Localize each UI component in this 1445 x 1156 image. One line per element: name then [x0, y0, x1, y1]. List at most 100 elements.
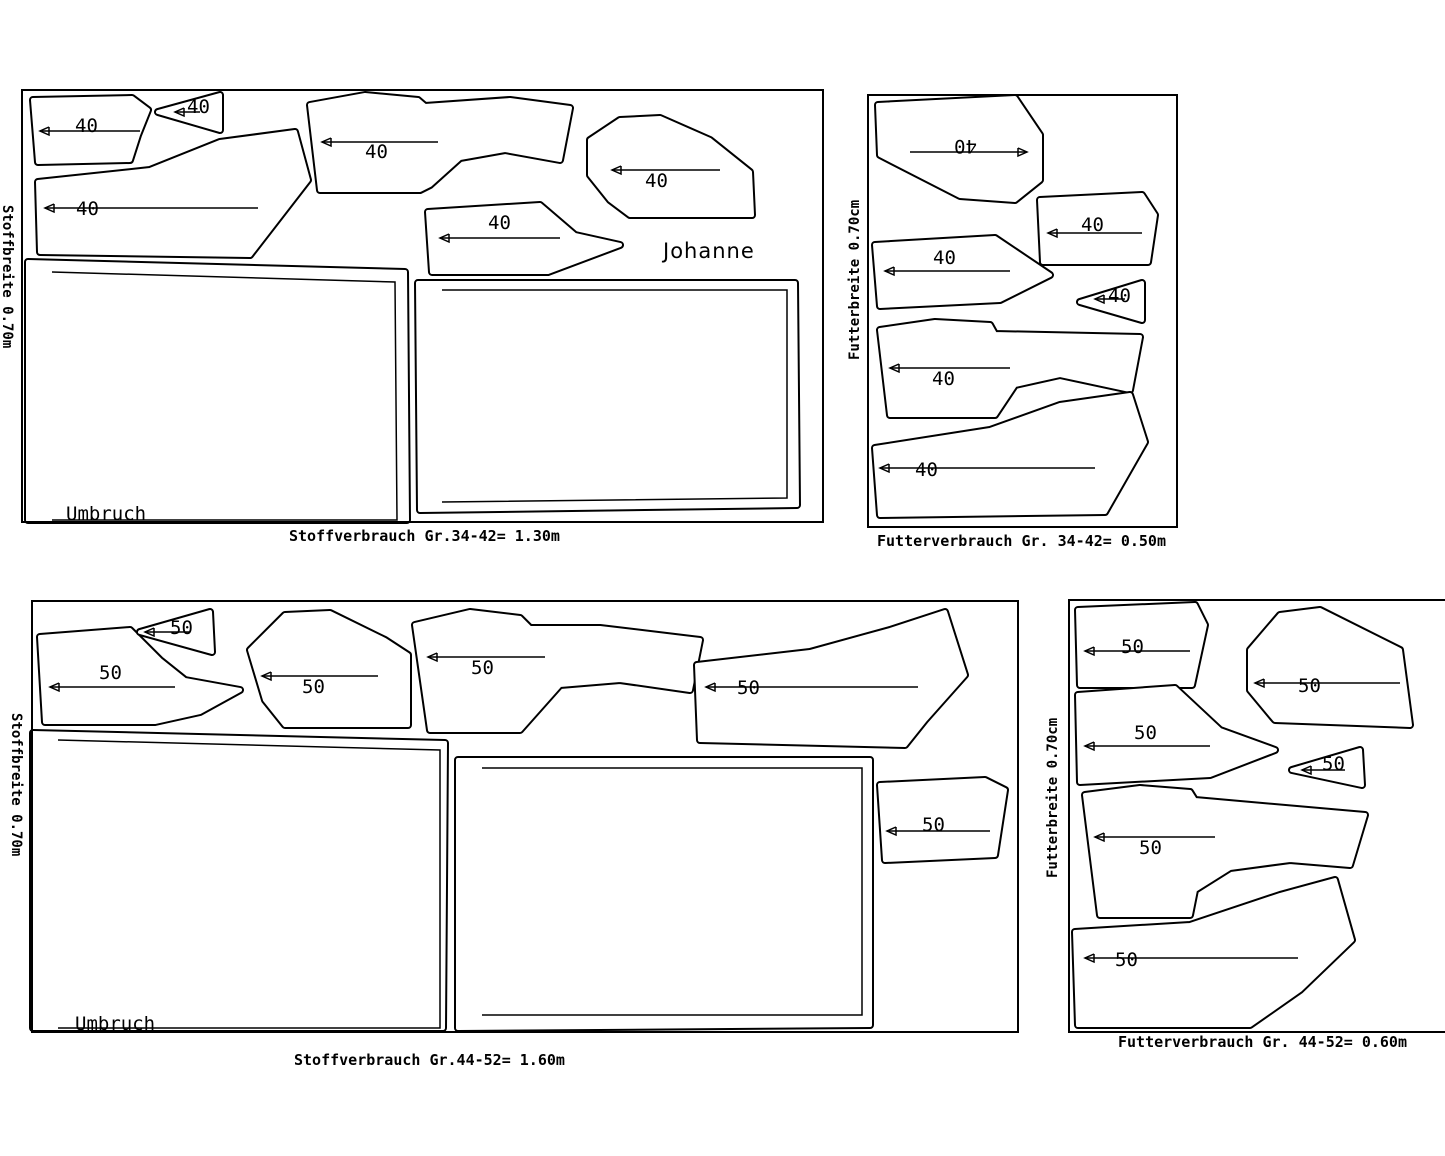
arrowhead-icon	[1093, 832, 1105, 843]
arrowhead-icon	[888, 363, 900, 374]
size-label: 40	[488, 212, 511, 234]
arrowhead-icon	[43, 203, 55, 214]
piece-outline-inner	[413, 610, 702, 732]
size-label: 50	[302, 676, 325, 698]
fabric-width-label: Stoffbreite 0.70m	[8, 713, 24, 856]
size-label: 40	[915, 459, 938, 481]
pattern-piece	[306, 91, 574, 194]
fold-line	[51, 271, 398, 521]
size-label: 50	[1134, 722, 1157, 744]
arrowhead-icon	[1046, 228, 1058, 239]
arrowhead-icon	[1253, 678, 1265, 689]
pattern-piece	[136, 608, 216, 656]
arrowhead-icon	[320, 137, 332, 148]
fold-label: Umbruch	[75, 1013, 155, 1035]
piece-outline-inner	[1248, 608, 1412, 727]
size-label: 50	[922, 814, 945, 836]
size-label: 50	[1139, 837, 1162, 859]
size-label: 50	[170, 617, 193, 639]
fabric-usage-label: Stoffverbrauch Gr.44-52= 1.60m	[294, 1051, 565, 1069]
fabric-layout-panel-44-52	[31, 600, 1019, 1033]
piece-outline-inner	[248, 611, 410, 727]
piece-outline-inner	[31, 96, 150, 164]
lining-width-label: Futterbreite 0.70cm	[1045, 718, 1061, 878]
fabric-width-label: Stoffbreite 0.70m	[0, 205, 15, 348]
arrowhead-icon	[1093, 294, 1105, 305]
piece-outline-inner	[1078, 281, 1144, 322]
arrowhead-icon	[143, 627, 155, 638]
size-label: 40	[932, 368, 955, 390]
size-label: 50	[471, 657, 494, 679]
pattern-piece	[24, 258, 411, 524]
pattern-piece	[586, 114, 756, 219]
pattern-piece	[411, 608, 704, 734]
pattern-piece	[154, 91, 224, 134]
piece-outline-inner	[31, 731, 447, 1030]
piece-outline-inner	[36, 130, 310, 257]
size-label: 40	[365, 141, 388, 163]
pattern-piece	[1246, 606, 1414, 729]
pattern-piece	[34, 128, 312, 259]
lining-width-label: Futterbreite 0.70cm	[847, 200, 863, 360]
size-label: 40	[1081, 214, 1104, 236]
pattern-piece	[1076, 279, 1146, 324]
size-label: 40	[954, 135, 977, 157]
pattern-piece	[871, 391, 1149, 519]
fold-line	[441, 289, 788, 503]
arrowhead-icon	[38, 126, 50, 137]
arrowhead-icon	[1083, 646, 1095, 657]
pattern-piece	[871, 234, 1054, 310]
lining-usage-label: Futterverbrauch Gr. 44-52= 0.60m	[1118, 1033, 1407, 1051]
pattern-piece	[454, 756, 874, 1032]
fold-line	[482, 767, 863, 1016]
piece-outline-inner	[878, 778, 1007, 862]
lining-layout-panel-44-52	[1068, 599, 1445, 1033]
pattern-name: Johanne	[661, 239, 755, 263]
arrowhead-icon	[704, 682, 716, 693]
piece-outline-inner	[26, 260, 409, 522]
pattern-piece	[1071, 876, 1356, 1029]
piece-outline-inner	[416, 281, 799, 512]
pattern-piece	[1081, 784, 1369, 919]
size-label: 50	[1322, 753, 1345, 775]
size-label: 40	[1108, 285, 1131, 307]
piece-outline-inner	[1076, 686, 1277, 784]
pattern-piece	[246, 609, 412, 729]
arrowhead-icon	[426, 652, 438, 663]
arrowhead-icon	[1083, 741, 1095, 752]
fold-line	[57, 739, 441, 1029]
arrowhead-icon	[1083, 953, 1095, 964]
fabric-usage-label: Stoffverbrauch Gr.34-42= 1.30m	[289, 527, 560, 545]
size-label: 40	[187, 96, 210, 118]
pattern-piece	[693, 608, 969, 749]
piece-outline-inner	[695, 610, 967, 747]
piece-outline-inner	[1073, 878, 1354, 1027]
pattern-piece	[876, 318, 1144, 419]
piece-outline-inner	[873, 236, 1052, 308]
arrowhead-icon	[438, 233, 450, 244]
size-label: 50	[1298, 675, 1321, 697]
piece-outline-inner	[1038, 193, 1157, 264]
piece-outline-inner	[876, 96, 1042, 202]
pattern-piece	[36, 626, 244, 726]
fold-label: Umbruch	[66, 503, 146, 525]
size-label: 50	[99, 662, 122, 684]
pattern-piece	[1036, 191, 1159, 266]
size-label: 50	[1121, 636, 1144, 658]
pattern-piece	[874, 94, 1044, 204]
piece-outline-inner	[588, 116, 754, 217]
arrowhead-icon	[883, 266, 895, 277]
piece-outline-inner	[1083, 786, 1367, 917]
pattern-piece	[1074, 601, 1209, 689]
pattern-piece	[1288, 746, 1366, 789]
arrowhead-icon	[885, 826, 897, 837]
arrowhead-icon	[1017, 147, 1029, 158]
piece-outline-inner	[308, 93, 572, 192]
arrowhead-icon	[610, 165, 622, 176]
pattern-piece	[414, 279, 801, 514]
arrowhead-icon	[48, 682, 60, 693]
fabric-layout-panel-34-42	[21, 89, 824, 523]
size-label: 40	[75, 115, 98, 137]
pattern-piece	[876, 776, 1009, 864]
